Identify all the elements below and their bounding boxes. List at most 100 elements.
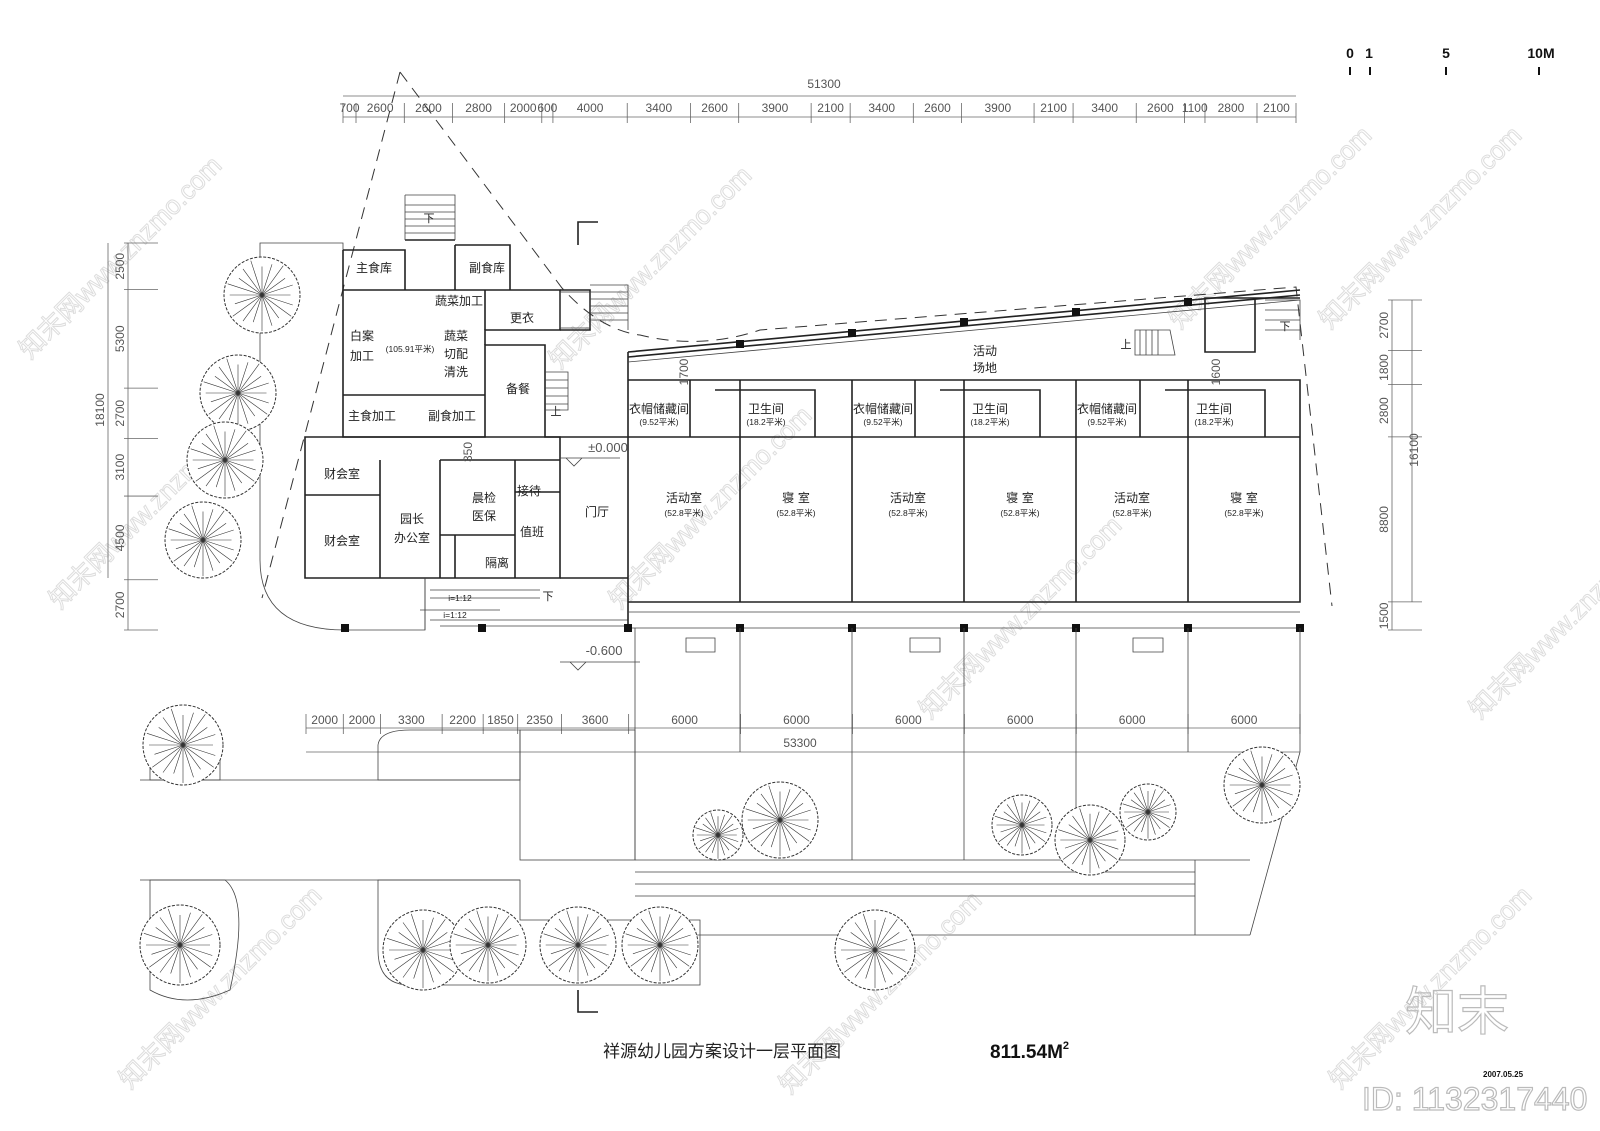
top-dim-label: 3900 bbox=[984, 101, 1011, 115]
bottom-dim-label: 3300 bbox=[398, 713, 425, 727]
tree-icon bbox=[621, 906, 699, 984]
drawing-date: 2007.05.25 bbox=[1483, 1070, 1524, 1079]
floor-area: 811.54M2 bbox=[990, 1040, 1069, 1063]
room-finance-1: 财会室 bbox=[324, 466, 360, 481]
room-check-2: 医保 bbox=[472, 509, 496, 523]
bottom-dim-label: 2000 bbox=[349, 713, 376, 727]
right-dim-label: 2800 bbox=[1377, 397, 1391, 424]
top-dim-label: 3400 bbox=[1091, 101, 1118, 115]
wardrobe-area: (9.52平米) bbox=[863, 417, 902, 427]
tree-icon bbox=[142, 704, 224, 786]
dim-1600: 1600 bbox=[1209, 358, 1223, 385]
room-activity: 活动室 bbox=[666, 490, 702, 505]
class-unit-2: 衣帽储藏间(9.52平米)卫生间(18.2平米)活动室(52.8平米)寝 室(5… bbox=[853, 401, 1040, 518]
bottom-dim-label: 6000 bbox=[783, 713, 810, 727]
landscape-areas bbox=[140, 242, 701, 1001]
bottom-dim-label: 2000 bbox=[311, 713, 338, 727]
top-dim-label: 2600 bbox=[1147, 101, 1174, 115]
room-toilet: 卫生间 bbox=[972, 402, 1008, 416]
tree-branches bbox=[227, 260, 293, 332]
top-dim-label: 2100 bbox=[1040, 101, 1067, 115]
slope-1: i=1:12 bbox=[448, 593, 472, 603]
top-total-label: 51300 bbox=[807, 77, 841, 91]
top-dim-label: 2800 bbox=[465, 101, 492, 115]
column bbox=[736, 340, 744, 348]
tree-icon bbox=[741, 781, 819, 859]
activity-area: (52.8平米) bbox=[664, 508, 703, 518]
right-dim-label: 1500 bbox=[1377, 602, 1391, 629]
room-wardrobe: 衣帽储藏间 bbox=[853, 401, 913, 416]
top-dim-label: 1100 bbox=[1182, 101, 1208, 115]
dimension-lines: 700 2600 2600 2800 2000 600 4000 3400 2600 3900 21… bbox=[93, 77, 1422, 753]
tree-icon bbox=[991, 794, 1053, 856]
scale-label-1: 1 bbox=[1365, 45, 1373, 61]
top-dim-label: 600 bbox=[537, 101, 557, 115]
room-reception: 接待 bbox=[517, 483, 541, 498]
tree-branches bbox=[994, 797, 1047, 854]
scale-label-5: 5 bbox=[1442, 45, 1450, 61]
top-dim-label: 3900 bbox=[762, 101, 789, 115]
room-bedroom: 寝 室 bbox=[1230, 490, 1258, 505]
room-lobby: 门厅 bbox=[585, 504, 609, 519]
tree-icon bbox=[834, 909, 916, 991]
top-dim-label: 2600 bbox=[415, 101, 442, 115]
top-dim-label: 700 bbox=[339, 101, 359, 115]
left-dim-label: 2700 bbox=[113, 400, 127, 427]
bottom-dim-label: 6000 bbox=[1119, 713, 1146, 727]
tree-icon bbox=[186, 421, 264, 499]
tree-branches bbox=[695, 812, 739, 859]
tree-branches bbox=[168, 505, 234, 577]
tree-icon bbox=[1223, 746, 1301, 824]
room-bedroom: 寝 室 bbox=[1006, 490, 1034, 505]
bedroom-area: (52.8平米) bbox=[776, 508, 815, 518]
room-yard: 活动 bbox=[973, 344, 997, 358]
column bbox=[848, 329, 856, 337]
activity-area: (52.8平米) bbox=[1112, 508, 1151, 518]
room-labels: 主食库 副食库 蔬菜加工 更衣 白案 加工 (105.91平米) 蔬菜 切配 清… bbox=[324, 260, 1264, 570]
room-toilet: 卫生间 bbox=[1196, 402, 1232, 416]
watermark: 知末网www.znzmo.com bbox=[543, 160, 757, 374]
room-yard-2: 场地 bbox=[973, 361, 997, 375]
room-wardrobe: 衣帽储藏间 bbox=[1077, 401, 1137, 416]
room-main-store: 主食库 bbox=[356, 260, 392, 275]
toilet-area: (18.2平米) bbox=[746, 417, 785, 427]
top-dim-label: 2600 bbox=[701, 101, 728, 115]
room-check: 晨检 bbox=[472, 490, 496, 505]
kitchen-area: (105.91平米) bbox=[386, 344, 435, 354]
tree-branches bbox=[1227, 750, 1293, 822]
left-dim-label: 2500 bbox=[113, 253, 127, 280]
room-bedroom: 寝 室 bbox=[782, 490, 810, 505]
level-lower: -0.600 bbox=[586, 643, 623, 658]
site-boundary bbox=[261, 71, 1333, 607]
room-veg-process: 蔬菜加工 bbox=[435, 294, 483, 308]
tree-branches bbox=[386, 913, 456, 988]
left-dim-label: 5300 bbox=[113, 325, 127, 352]
tree-icon bbox=[164, 501, 242, 579]
bottom-dim-label: 3600 bbox=[582, 713, 609, 727]
left-total-label: 18100 bbox=[93, 393, 107, 427]
column bbox=[478, 624, 486, 632]
tree-branches bbox=[838, 913, 908, 988]
wardrobe-area: (9.52平米) bbox=[1087, 417, 1126, 427]
room-activity: 活动室 bbox=[890, 490, 926, 505]
scale-bar: 0 1 5 10M bbox=[1346, 45, 1555, 75]
room-isolation: 隔离 bbox=[485, 555, 509, 570]
tree-icon bbox=[1119, 783, 1177, 841]
tree-icon bbox=[1054, 804, 1126, 876]
tree-icon bbox=[449, 906, 527, 984]
level-ground: ±0.000 bbox=[588, 440, 628, 455]
room-change: 更衣 bbox=[510, 310, 534, 325]
bottom-dim-label: 2350 bbox=[526, 713, 553, 727]
room-pastry: 白案 bbox=[350, 328, 374, 343]
column bbox=[1184, 298, 1192, 306]
room-side-cook: 副食加工 bbox=[428, 408, 476, 423]
room-veg-3: 清洗 bbox=[444, 365, 468, 379]
room-duty: 值班 bbox=[520, 524, 544, 539]
class-unit-3: 衣帽储藏间(9.52平米)卫生间(18.2平米)活动室(52.8平米)寝 室(5… bbox=[1077, 401, 1264, 518]
top-dim-label: 4000 bbox=[577, 101, 604, 115]
image-id: ID: 1132317440 bbox=[1362, 1081, 1587, 1117]
tree-branches bbox=[1058, 808, 1119, 874]
bedroom-area: (52.8平米) bbox=[1224, 508, 1263, 518]
dim-1700: 1700 bbox=[677, 358, 691, 385]
